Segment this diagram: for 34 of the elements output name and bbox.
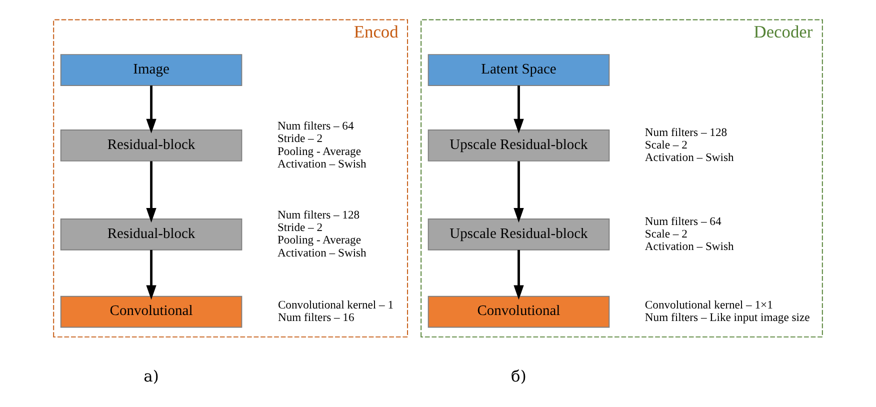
arrow <box>146 161 156 223</box>
node-label: Stride – 2 <box>277 221 323 234</box>
arrow <box>146 250 156 300</box>
label: a) <box>144 367 159 386</box>
node-label: Activation – Swish <box>644 240 734 254</box>
node-box: Convolutional <box>60 296 242 328</box>
arrow <box>514 250 524 300</box>
node-box: Upscale Residual-block <box>428 130 610 162</box>
node-label: Num filters – 64 <box>644 214 722 228</box>
node-label: Convolutional kernel – 1×1 <box>644 298 773 312</box>
node-label: Activation – Swish <box>644 151 734 164</box>
node-box: Residual-block <box>60 130 242 162</box>
node-label: Convolutional kernel – 1 <box>278 298 394 312</box>
node-label: Stride – 2 <box>277 132 323 146</box>
node-label: Num filters – 128 <box>644 126 728 139</box>
node-box: Image <box>60 54 242 86</box>
node-label: Scale – 2 <box>644 138 688 152</box>
node-label: Num filters – 128 <box>277 208 360 222</box>
node-label: Activation – Swish <box>277 246 366 260</box>
node-box: Latent Space <box>428 54 610 86</box>
arrow <box>514 161 524 223</box>
node-box: Residual-block <box>60 218 242 250</box>
label: б) <box>511 367 526 386</box>
node-label: Activation – Swish <box>277 157 366 170</box>
arrow <box>514 86 524 134</box>
node-label: Pooling - Average <box>277 234 361 247</box>
arrow <box>146 86 156 134</box>
node-label: Num filters – 64 <box>277 120 354 133</box>
node-label: Scale – 2 <box>644 227 688 240</box>
node-label: Num filters – 16 <box>278 311 354 324</box>
node-label: Pooling - Average <box>277 144 361 158</box>
node-box: Convolutional <box>428 296 610 328</box>
node-label: Num filters – Like input image size <box>644 311 810 324</box>
node-box: Upscale Residual-block <box>428 218 610 250</box>
